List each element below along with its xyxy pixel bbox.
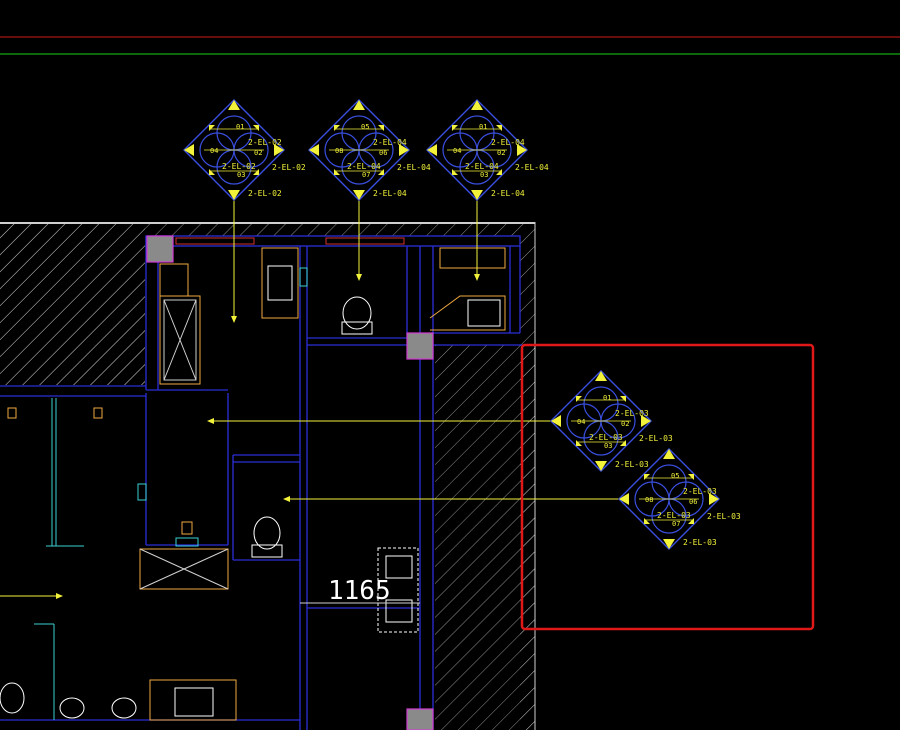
tag-corner xyxy=(576,440,582,446)
tag-number-bottom: 03 xyxy=(604,442,612,450)
tag-tip xyxy=(517,144,527,156)
tag-corner xyxy=(496,169,502,175)
tag-tip xyxy=(663,539,675,549)
tag-ref-mid: 2-EL-03 xyxy=(589,433,623,442)
tag-corner xyxy=(253,125,259,131)
tag-tip xyxy=(619,493,629,505)
tag-ref-mid-out: 2-EL-02 xyxy=(272,163,306,172)
tag-corner xyxy=(452,169,458,175)
tag-number-top: 05 xyxy=(361,123,369,131)
tag-corner xyxy=(452,125,458,131)
tag-number-left: 04 xyxy=(577,418,585,426)
tag-number-top: 01 xyxy=(236,123,244,131)
tag-ref-top: 2-EL-03 xyxy=(615,409,649,418)
tag-number-right: 02 xyxy=(254,149,262,157)
tag-tip xyxy=(471,190,483,200)
tag-number-left: 04 xyxy=(210,147,218,155)
tag-tip xyxy=(595,371,607,381)
elevation-tag-3[interactable]: 01 04 03 02 2-EL-04 2-EL-04 2-EL-04 2-EL-04 xyxy=(426,99,549,201)
tag-number-top: 01 xyxy=(603,394,611,402)
elevation-symbols: 01 04 03 02 2-EL-02 2-EL-02 2-EL-02 2-EL-02 05 08… xyxy=(183,99,741,550)
tag-ref-mid: 2-EL-04 xyxy=(347,162,381,171)
tag-number-bottom: 07 xyxy=(362,171,370,179)
tag-number-left: 04 xyxy=(453,147,461,155)
tag-corner xyxy=(644,474,650,480)
tag-ref-mid-out: 2-EL-04 xyxy=(515,163,549,172)
tag-number-top: 05 xyxy=(671,472,679,480)
tag-tip xyxy=(309,144,319,156)
tag-corner xyxy=(334,125,340,131)
tag-corner xyxy=(688,474,694,480)
tag-ref-top: 2-EL-04 xyxy=(373,138,407,147)
tag-corner xyxy=(688,518,694,524)
tag-ref-bottom: 2-EL-04 xyxy=(373,189,407,198)
tag-tip xyxy=(641,415,651,427)
tag-ref-bottom: 2-EL-02 xyxy=(248,189,282,198)
tag-ref-mid-out: 2-EL-04 xyxy=(397,163,431,172)
tag-tip xyxy=(353,100,365,110)
tag-number-top: 01 xyxy=(479,123,487,131)
tag-ref-mid: 2-EL-02 xyxy=(222,162,256,171)
tag-number-bottom: 03 xyxy=(237,171,245,179)
tag-corner xyxy=(334,169,340,175)
tag-ref-mid-out: 2-EL-03 xyxy=(639,434,673,443)
tag-ref-bottom: 2-EL-03 xyxy=(683,538,717,547)
columns xyxy=(146,235,434,730)
tag-number-right: 02 xyxy=(621,420,629,428)
tag-number-left: 08 xyxy=(335,147,343,155)
tag-number-right: 02 xyxy=(497,149,505,157)
tag-tip xyxy=(228,190,240,200)
tag-corner xyxy=(253,169,259,175)
tag-number-left: 08 xyxy=(645,496,653,504)
tag-tip xyxy=(709,493,719,505)
tag-tip xyxy=(274,144,284,156)
elevation-tag-2[interactable]: 05 08 07 06 2-EL-04 2-EL-04 2-EL-04 2-EL-04 xyxy=(308,99,431,201)
dimension-text: 1165 xyxy=(328,576,391,606)
hatched-walls xyxy=(0,222,536,730)
tag-corner xyxy=(378,169,384,175)
tag-corner xyxy=(620,396,626,402)
tag-corner xyxy=(620,440,626,446)
tag-ref-bottom: 2-EL-04 xyxy=(491,189,525,198)
tag-number-right: 06 xyxy=(379,149,387,157)
tag-tip xyxy=(471,100,483,110)
windows xyxy=(175,237,405,245)
fixtures xyxy=(0,247,506,721)
tag-tip xyxy=(228,100,240,110)
elevation-tag-1[interactable]: 01 04 03 02 2-EL-02 2-EL-02 2-EL-02 2-EL-02 xyxy=(183,99,306,201)
tag-ref-mid: 2-EL-03 xyxy=(657,511,691,520)
tag-tip xyxy=(551,415,561,427)
elevation-tag-4[interactable]: 01 04 03 02 2-EL-03 2-EL-03 2-EL-03 2-EL-03 xyxy=(550,370,673,472)
tag-corner xyxy=(576,396,582,402)
tag-ref-top: 2-EL-03 xyxy=(683,487,717,496)
elevation-tag-5[interactable]: 05 08 07 06 2-EL-03 2-EL-03 2-EL-03 2-EL-03 xyxy=(618,448,741,550)
tag-ref-mid-out: 2-EL-03 xyxy=(707,512,741,521)
tag-ref-mid: 2-EL-04 xyxy=(465,162,499,171)
selection-highlight-box[interactable] xyxy=(520,343,815,631)
tag-tip xyxy=(663,449,675,459)
tag-corner xyxy=(209,125,215,131)
tag-tip xyxy=(399,144,409,156)
tag-tip xyxy=(184,144,194,156)
tag-tip xyxy=(353,190,365,200)
tag-corner xyxy=(209,169,215,175)
tag-number-bottom: 07 xyxy=(672,520,680,528)
leader-lines xyxy=(0,200,620,597)
tag-corner xyxy=(496,125,502,131)
tag-number-bottom: 03 xyxy=(480,171,488,179)
tag-tip xyxy=(427,144,437,156)
tag-corner xyxy=(644,518,650,524)
tag-tip xyxy=(595,461,607,471)
leader-arrowheads xyxy=(56,274,480,599)
tag-ref-top: 2-EL-04 xyxy=(491,138,525,147)
tag-ref-bottom: 2-EL-03 xyxy=(615,460,649,469)
tag-ref-top: 2-EL-02 xyxy=(248,138,282,147)
tag-corner xyxy=(378,125,384,131)
tag-number-right: 06 xyxy=(689,498,697,506)
